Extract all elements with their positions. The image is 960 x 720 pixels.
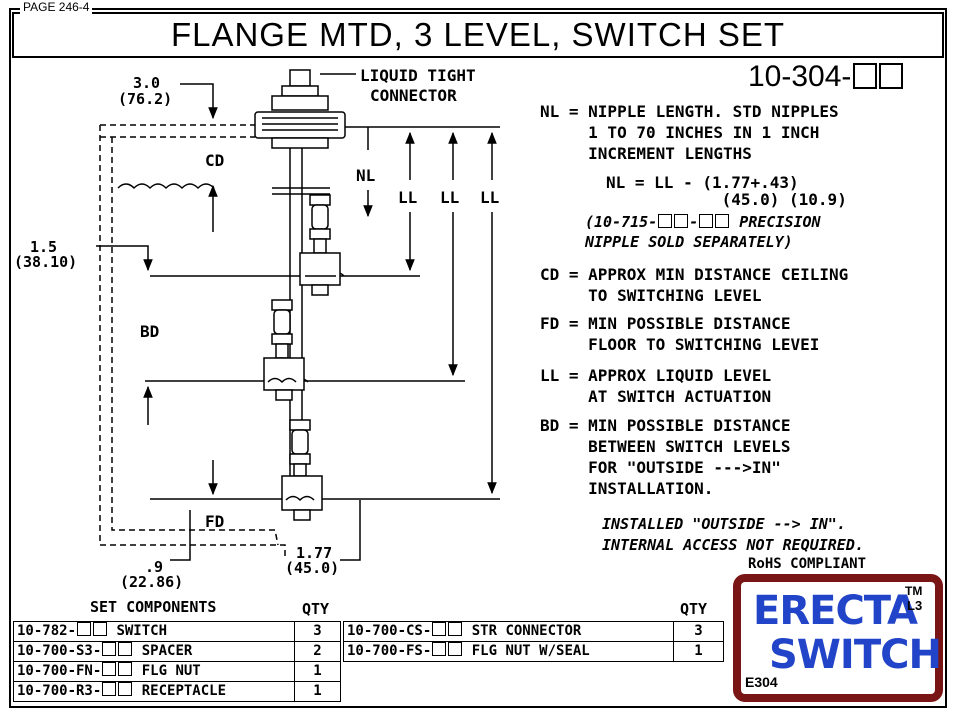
note-precision-2: NIPPLE SOLD SEPARATELY) <box>585 233 793 251</box>
note-precision-1: (10-715-- PRECISION <box>585 213 821 231</box>
tank-outline-outer <box>99 125 286 560</box>
dim-bot2-in: 1.77 <box>296 544 333 562</box>
logo-variant: L3 <box>907 598 923 613</box>
dim-top-mm: (76.2) <box>118 90 173 108</box>
bom-component: 10-700-FS- FLG NUT W/SEAL <box>343 641 674 662</box>
note-cd-2: TO SWITCHING LEVEL <box>540 286 762 305</box>
note-nl-2: 1 TO 70 INCHES IN 1 INCH <box>540 123 820 142</box>
note-bd-2: BETWEEN SWITCH LEVELS <box>540 437 791 456</box>
bom-component: 10-782- SWITCH <box>13 621 295 642</box>
bom-component: 10-700-R3- RECEPTACLE <box>13 681 295 702</box>
bom-qty: 1 <box>673 641 724 662</box>
bom-qty: 2 <box>294 641 341 662</box>
flange-assembly <box>254 69 346 149</box>
switch-3 <box>281 419 323 521</box>
connector-label-2: CONNECTOR <box>370 86 457 105</box>
bom-qty-header-right: QTY <box>680 600 708 618</box>
drawing-frame <box>9 8 947 708</box>
title-box <box>12 12 944 58</box>
dim-bot-mm: (22.86) <box>120 573 184 591</box>
logo-word-top: ERECTA <box>753 588 918 634</box>
dim-top-in: 3.0 <box>133 74 161 92</box>
logo-trademark: TM <box>905 584 923 598</box>
note-nl-3: INCREMENT LENGTHS <box>540 144 752 163</box>
connector-label-1: LIQUID TIGHT <box>360 66 476 85</box>
label-ll-1: LL <box>398 188 418 207</box>
part-number: 10-304- <box>748 60 904 94</box>
bom-component: 10-700-FN- FLG NUT <box>13 661 295 682</box>
note-bd-3: FOR "OUTSIDE --->IN" <box>540 458 781 477</box>
dim-mid-in: 1.5 <box>30 238 58 256</box>
dim-mid-mm: (38.10) <box>14 253 78 271</box>
dim-bot-in: .9 <box>145 558 164 576</box>
bom-header: SET COMPONENTS <box>90 598 217 616</box>
note-cd-1: CD = APPROX MIN DISTANCE CEILING <box>540 265 849 284</box>
bom-qty: 1 <box>294 681 341 702</box>
part-suffix-box <box>879 63 904 89</box>
switch-1 <box>299 194 341 296</box>
label-bd: BD <box>140 322 160 341</box>
bom-component: 10-700-S3- SPACER <box>13 641 295 662</box>
bom-qty: 3 <box>673 621 724 642</box>
note-formula-2: (45.0) (10.9) <box>606 190 847 209</box>
label-ll-3: LL <box>480 188 500 207</box>
part-suffix-box <box>853 63 878 89</box>
dim-bot2-mm: (45.0) <box>285 559 340 577</box>
logo-word-bottom: SWITCH <box>769 632 942 678</box>
label-fd: FD <box>205 512 225 531</box>
bom-qty: 3 <box>294 621 341 642</box>
page-title: FLANGE MTD, 3 LEVEL, SWITCH SET <box>170 16 786 53</box>
note-installed-1: INSTALLED "OUTSIDE --> IN". <box>602 515 846 533</box>
label-cd: CD <box>205 151 225 170</box>
erecta-switch-logo: ERECTA SWITCH TM L3 E304 <box>733 574 943 702</box>
note-installed-2: INTERNAL ACCESS NOT REQUIRED. <box>602 536 864 554</box>
label-nl: NL <box>356 166 376 185</box>
bom-qty-header-left: QTY <box>302 600 330 618</box>
note-formula-1: NL = LL - (1.77+.43) <box>606 173 799 192</box>
note-ll-2: AT SWITCH ACTUATION <box>540 387 772 406</box>
note-ll-1: LL = APPROX LIQUID LEVEL <box>540 366 772 385</box>
label-ll-2: LL <box>440 188 460 207</box>
liquid-wave-top <box>117 183 215 190</box>
rohs-label: RoHS COMPLIANT <box>748 556 867 572</box>
note-nl-1: NL = NIPPLE LENGTH. STD NIPPLES <box>540 102 839 121</box>
switch-2 <box>263 299 305 401</box>
note-bd-1: BD = MIN POSSIBLE DISTANCE <box>540 416 791 435</box>
bom-qty: 1 <box>294 661 341 682</box>
tank-outline-inner <box>111 137 279 546</box>
note-fd-1: FD = MIN POSSIBLE DISTANCE <box>540 314 791 333</box>
note-fd-2: FLOOR TO SWITCHING LEVEI <box>540 335 820 354</box>
bom-component: 10-700-CS- STR CONNECTOR <box>343 621 674 642</box>
logo-code: E304 <box>745 674 778 690</box>
note-bd-4: INSTALLATION. <box>540 479 714 498</box>
page-tag: PAGE 246-4 <box>20 0 93 14</box>
